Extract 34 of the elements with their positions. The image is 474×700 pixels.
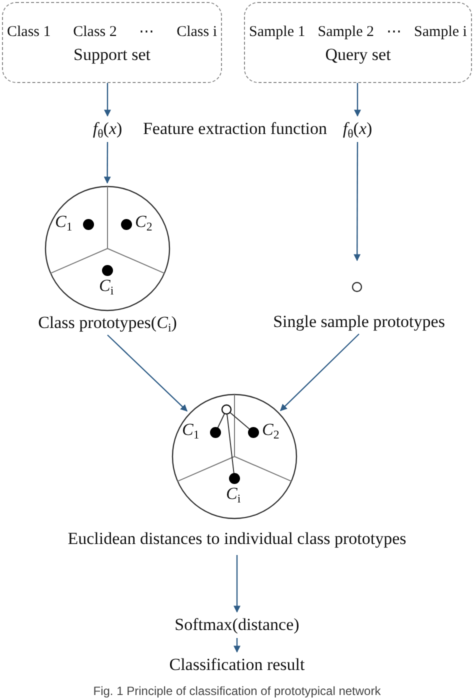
item-label: Sample 1 bbox=[249, 23, 306, 41]
item-label: Class i bbox=[176, 23, 217, 41]
item-label: ⋯ bbox=[139, 23, 154, 41]
arrow bbox=[354, 83, 361, 117]
arrow bbox=[280, 334, 360, 412]
item-label: Sample i bbox=[414, 23, 467, 41]
set-title: Support set bbox=[72, 45, 152, 65]
node-caption: Single sample prototypes bbox=[272, 312, 446, 332]
dashed-box bbox=[244, 2, 472, 83]
prototype-label: C$_{2}$ bbox=[135, 212, 152, 232]
node-caption: Euclidean distances to individual class prototypes bbox=[66, 529, 408, 549]
arrow bbox=[234, 555, 240, 613]
item-label: Sample 2 bbox=[318, 23, 374, 41]
figure-caption: Fig. 1 Principle of classification of prototypical network bbox=[92, 683, 382, 700]
node-caption: Class prototypes(C$_{i}$) bbox=[37, 313, 178, 333]
arrow bbox=[104, 142, 111, 184]
step-text: f$_{θ}$(x) bbox=[92, 119, 124, 139]
item-label: ⋯ bbox=[386, 23, 402, 41]
item-label: Class 2 bbox=[73, 23, 117, 41]
dashed-box bbox=[2, 2, 222, 83]
annotation-text: Feature extraction function bbox=[142, 119, 328, 139]
set-title: Query set bbox=[324, 45, 392, 65]
item-label: Class 1 bbox=[7, 23, 51, 41]
arrow bbox=[354, 142, 361, 262]
arrow bbox=[234, 638, 240, 653]
prototype-label: C$_{i}$ bbox=[226, 484, 241, 504]
step-text: Classification result bbox=[168, 655, 306, 675]
prototype-label: C$_{1}$ bbox=[182, 420, 200, 440]
step-text: Softmax(distance) bbox=[174, 615, 300, 635]
prototype-label: C$_{1}$ bbox=[55, 212, 72, 232]
prototype-label: C$_{i}$ bbox=[99, 276, 114, 296]
arrow bbox=[104, 83, 111, 117]
prototype-label: C$_{2}$ bbox=[262, 420, 280, 440]
arrow bbox=[107, 334, 188, 412]
